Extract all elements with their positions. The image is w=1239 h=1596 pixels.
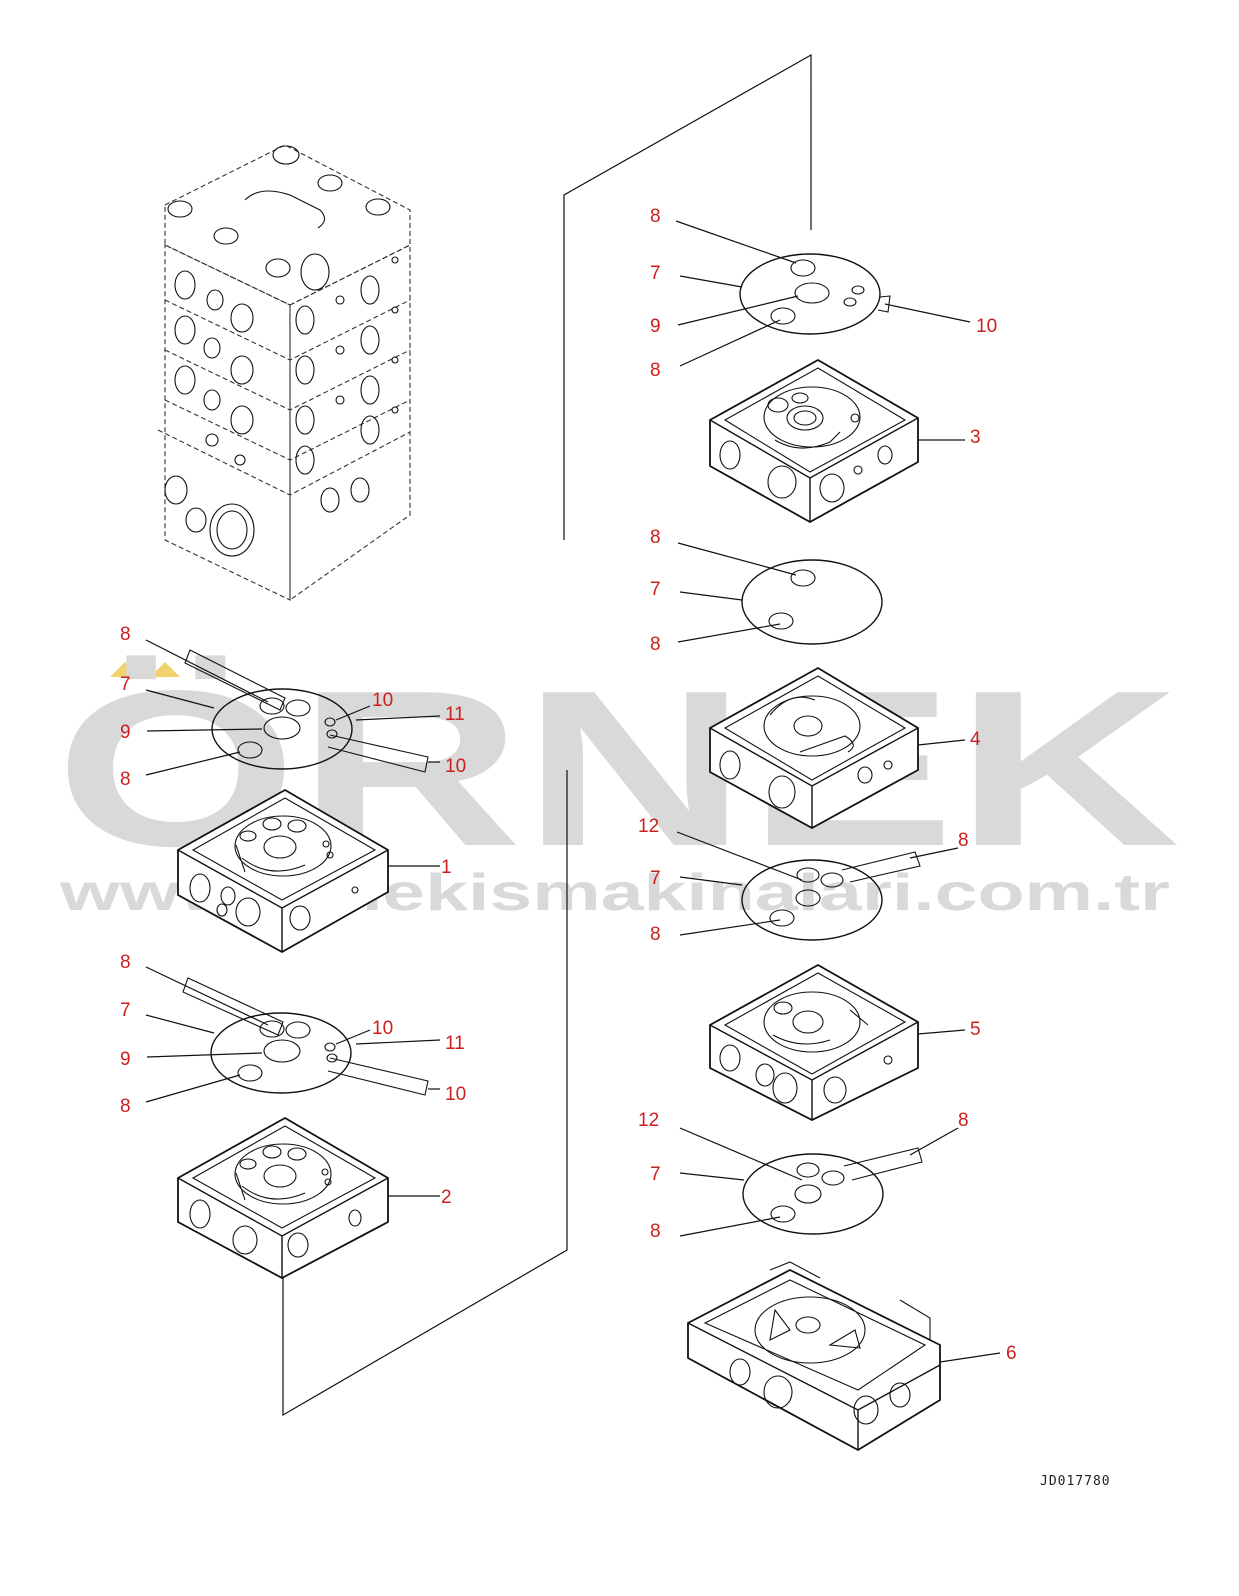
callout-g4-8b: 8 <box>650 634 661 655</box>
watermark-accent-left <box>110 662 140 677</box>
plate-group-3 <box>675 220 971 367</box>
assembled-valve-block <box>157 144 411 602</box>
callout-g2-9: 9 <box>120 1049 131 1070</box>
callout-4: 4 <box>970 729 981 750</box>
callout-g4-8a: 8 <box>650 527 661 548</box>
callout-g2-10a: 10 <box>372 1018 393 1039</box>
plate-group-5 <box>676 831 959 941</box>
callout-g2-7: 7 <box>120 1000 131 1021</box>
callout-g1-8a: 8 <box>120 624 131 645</box>
callout-g3-8a: 8 <box>650 206 661 227</box>
callout-1: 1 <box>441 857 452 878</box>
callout-g1-8b: 8 <box>120 769 131 790</box>
callout-g2-10b: 10 <box>445 1084 466 1105</box>
callout-g6-8a: 8 <box>650 1221 661 1242</box>
plate-group-6 <box>679 1127 959 1237</box>
plate-group-4 <box>677 542 883 645</box>
callout-g5-8a: 8 <box>650 924 661 945</box>
callout-g3-10: 10 <box>976 316 997 337</box>
callout-g6-7: 7 <box>650 1164 661 1185</box>
callout-g3-8b: 8 <box>650 360 661 381</box>
callout-5: 5 <box>970 1019 981 1040</box>
callout-2: 2 <box>441 1187 452 1208</box>
plate-group-1 <box>145 639 441 776</box>
callout-g3-9: 9 <box>650 316 661 337</box>
callout-3: 3 <box>970 427 981 448</box>
valve-section-2 <box>177 1116 440 1280</box>
valve-section-5 <box>709 963 966 1122</box>
assembly-connector-lines <box>282 53 812 1417</box>
callout-g6-8b: 8 <box>958 1110 969 1131</box>
callout-g1-11: 11 <box>445 704 465 725</box>
valve-section-3 <box>709 358 965 524</box>
valve-section-1 <box>177 788 440 954</box>
callout-g1-10b: 10 <box>445 756 466 777</box>
callout-g5-8b: 8 <box>958 830 969 851</box>
watermark-accent-right <box>150 662 180 677</box>
callout-g6-12: 12 <box>638 1110 659 1131</box>
callout-g1-10a: 10 <box>372 690 393 711</box>
callout-g5-12: 12 <box>638 816 659 837</box>
callout-g2-8a: 8 <box>120 952 131 973</box>
valve-section-4 <box>709 666 966 830</box>
plate-group-2 <box>145 966 441 1103</box>
callout-g5-7: 7 <box>650 868 661 889</box>
callout-g2-11: 11 <box>445 1033 465 1054</box>
callout-g1-7: 7 <box>120 674 131 695</box>
callout-g4-7: 7 <box>650 579 661 600</box>
callout-labels: 3 4 5 6 1 2 8 7 9 8 10 8 7 8 12 7 8 8 12… <box>120 206 1017 1364</box>
document-id: JD017780 <box>1040 1474 1111 1489</box>
callout-g3-7: 7 <box>650 263 661 284</box>
callout-g1-9: 9 <box>120 722 131 743</box>
callout-6: 6 <box>1006 1343 1017 1364</box>
valve-section-6 <box>687 1261 1001 1452</box>
callout-g2-8b: 8 <box>120 1096 131 1117</box>
